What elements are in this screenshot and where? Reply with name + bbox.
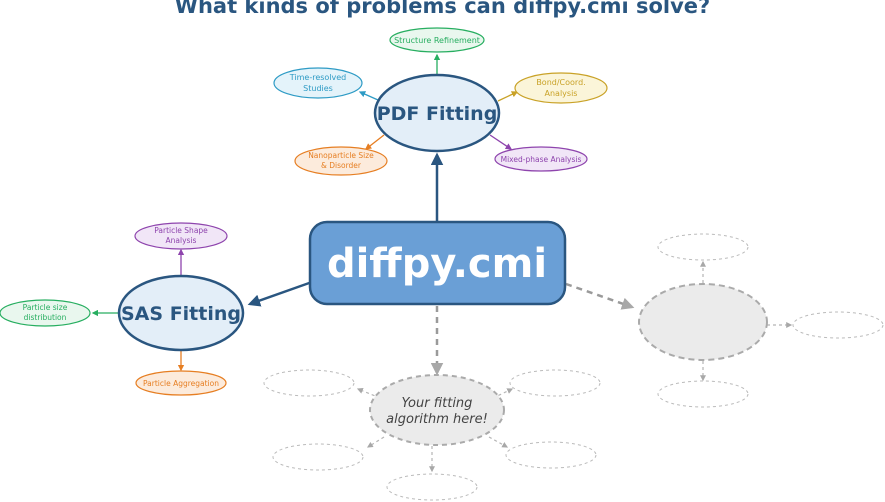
empty-subnode — [505, 441, 597, 469]
arrow-custom-to-left-top — [356, 388, 381, 399]
time-resolved-node: Time-resolved Studies — [273, 67, 363, 99]
particle-shape-node: Particle Shape Analysis — [134, 222, 228, 250]
particle-aggregation-label: Particle Aggregation — [143, 379, 219, 388]
sas-fitting-label: SAS Fitting — [121, 303, 241, 325]
mixed-phase-label: Mixed-phase Analysis — [501, 155, 582, 164]
custom-algorithm-label-line2: algorithm here! — [386, 412, 488, 427]
nanoparticle-label-line2: & Disorder — [321, 161, 362, 170]
bond-coord-node: Bond/Coord. Analysis — [514, 72, 608, 104]
center-node-label: diffpy.cmi — [327, 241, 547, 287]
time-resolved-label-line2: Studies — [303, 84, 333, 93]
bond-coord-label-line1: Bond/Coord. — [536, 78, 585, 87]
empty-subnode — [263, 369, 355, 397]
custom-algorithm-node: Your fitting algorithm here! — [369, 374, 505, 446]
arrow-pdf-to-bond — [497, 91, 519, 102]
mixed-phase-node: Mixed-phase Analysis — [494, 146, 588, 172]
arrow-custom-to-left-bottom — [366, 436, 385, 448]
structure-refinement-node: Structure Refinement — [389, 27, 485, 53]
particle-size-node: Particle size distribution — [0, 299, 91, 327]
nanoparticle-label-line1: Nanoparticle Size — [308, 151, 374, 160]
particle-shape-label-line2: Analysis — [166, 236, 197, 245]
particle-size-label-line1: Particle size — [23, 303, 68, 312]
structure-refinement-label: Structure Refinement — [394, 36, 480, 45]
bond-coord-label-line2: Analysis — [545, 89, 578, 98]
page-title: What kinds of problems can diffpy.cmi so… — [174, 0, 711, 18]
arrow-pdf-to-mixed — [489, 134, 513, 150]
pdf-fitting-node: PDF Fitting — [373, 73, 501, 153]
empty-subnode — [272, 443, 364, 471]
particle-shape-label-line1: Particle Shape — [154, 226, 208, 235]
sas-fitting-node: SAS Fitting — [117, 274, 245, 352]
arrow-pdf-to-time — [358, 91, 379, 101]
center-node: diffpy.cmi — [308, 220, 567, 306]
arrow-pdf-to-nano — [364, 134, 385, 150]
placeholder-node — [638, 283, 768, 361]
empty-subnode — [657, 380, 749, 408]
time-resolved-label-line1: Time-resolved — [289, 73, 347, 82]
empty-subnode — [792, 311, 884, 339]
nanoparticle-node: Nanoparticle Size & Disorder — [294, 146, 388, 176]
arrow-center-to-placeholder — [565, 282, 635, 310]
empty-subnode — [386, 473, 478, 501]
particle-aggregation-node: Particle Aggregation — [135, 370, 227, 396]
particle-size-label-line2: distribution — [24, 313, 67, 322]
empty-subnode — [657, 233, 749, 261]
pdf-fitting-label: PDF Fitting — [377, 103, 498, 125]
arrow-center-to-sas — [247, 280, 313, 307]
custom-algorithm-label-line1: Your fitting — [402, 396, 473, 411]
arrow-custom-to-right-bottom — [488, 436, 509, 448]
empty-subnode — [509, 369, 601, 397]
